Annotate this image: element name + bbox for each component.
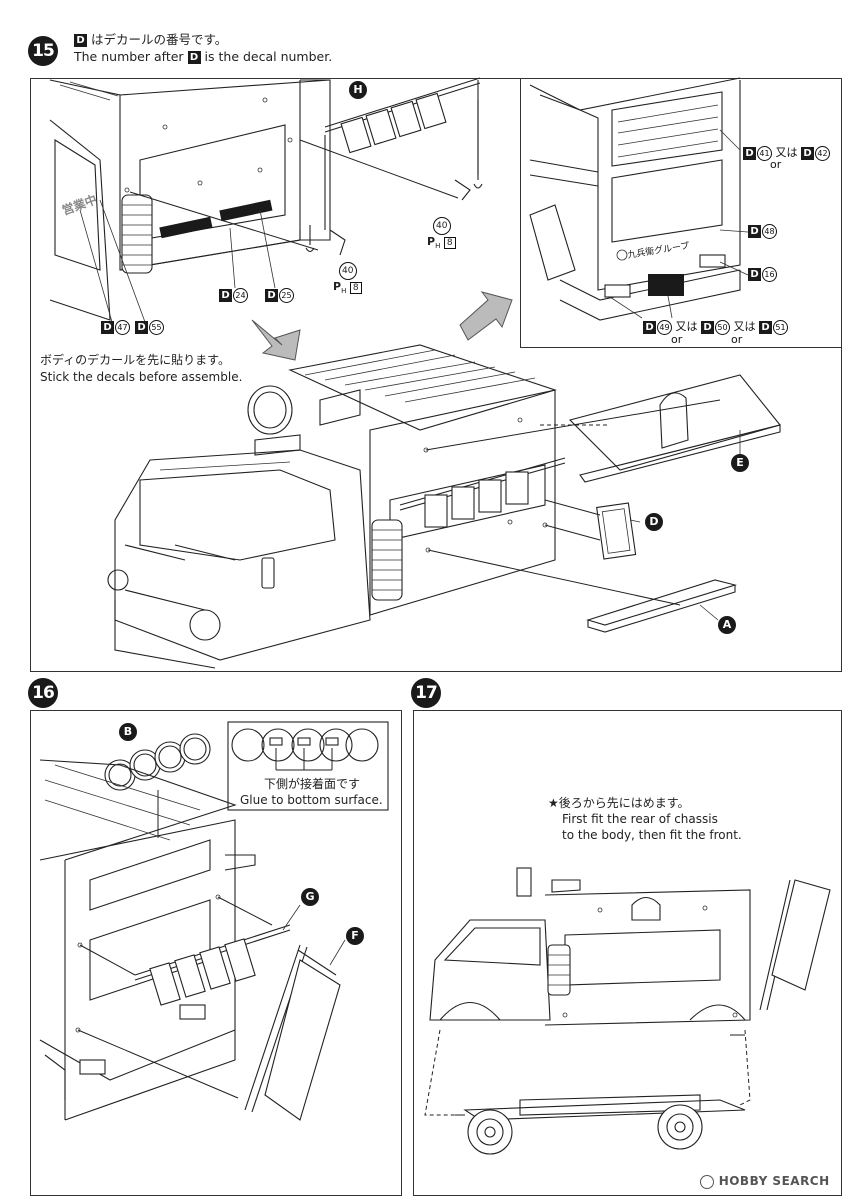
pin-40-num-left: 40: [338, 262, 357, 280]
decal-d-badge-41: D: [743, 146, 756, 160]
or-en-41: or: [770, 158, 782, 171]
decal-note-en-a: The number after: [74, 49, 184, 64]
step-17-note-en-2: to the body, then fit the front.: [562, 828, 742, 842]
pin-ref-h-right: H: [435, 242, 441, 251]
step-15-drawing: 営業中: [49, 77, 781, 669]
decal-d-badge: D: [74, 34, 87, 47]
main-truck-drawing: [107, 344, 566, 669]
side-panel-detail: 営業中: [49, 79, 346, 323]
decal-25-num: 25: [279, 288, 294, 303]
glue-note-jp: 下側が接着面です: [264, 777, 361, 791]
decal-d-badge-24: D: [219, 289, 232, 302]
decal-note-en-b: is the decal number.: [204, 49, 333, 64]
part-h-flags: [324, 77, 483, 201]
decal-d-badge-55: D: [135, 321, 148, 334]
body-decal-note-jp: ボディのデカールを先に貼ります。: [40, 353, 230, 367]
step-17-number: 17: [411, 678, 441, 708]
part-h-ball: H: [349, 81, 367, 99]
decal-note-en: The number after D is the decal number.: [74, 48, 332, 65]
decal-d-badge-42: D: [801, 146, 814, 160]
pin-ref-p-left: P: [333, 280, 342, 293]
body-decal-note-en: Stick the decals before assemble.: [40, 370, 243, 384]
decal-41-num: 41: [757, 145, 772, 161]
decal-55-num: 55: [149, 320, 164, 335]
decal-48-num: 48: [762, 224, 777, 239]
or-jp-49: 又は: [675, 320, 698, 333]
step-15-number: 15: [28, 36, 58, 66]
decal-24-num: 24: [233, 288, 248, 303]
step-16-panel: [30, 710, 402, 1196]
decal-d-badge-25: D: [265, 289, 278, 302]
pin-ref-h-left: H: [341, 287, 347, 296]
part-e-ball: E: [731, 454, 749, 472]
glue-note-en: Glue to bottom surface.: [240, 793, 383, 807]
step-17-panel: [413, 710, 842, 1196]
decal-51-num: 51: [773, 319, 788, 335]
pin-40-label-left: 40 PH 8: [333, 262, 362, 295]
hobby-search-watermark: HOBBY SEARCH: [700, 1174, 830, 1189]
or-en-49: or: [671, 333, 683, 346]
or-en-50: or: [731, 333, 743, 346]
decal-47-num: 47: [115, 320, 130, 335]
pin-ref-num-left: 8: [349, 282, 362, 294]
decal-d-badge-48: D: [748, 225, 761, 238]
decal-50-num: 50: [715, 319, 730, 335]
step-17-note-en-1: First fit the rear of chassis: [562, 812, 718, 826]
decal-d-badge-16: D: [748, 268, 761, 281]
decal-d-badge-47: D: [101, 321, 114, 334]
part-e-counter: [425, 374, 781, 483]
part-b-ball: B: [119, 723, 137, 741]
step-16-number: 16: [28, 678, 58, 708]
decal-d-badge-2: D: [187, 51, 201, 64]
decal-49-num: 49: [657, 319, 672, 335]
watermark-text: HOBBY SEARCH: [718, 1174, 830, 1188]
watermark-logo-icon: [700, 1174, 714, 1189]
part-d-ball: D: [645, 513, 663, 531]
decal-note-jp: D はデカールの番号です。: [74, 31, 227, 48]
step-17-note-jp: ★後ろから先にはめます。: [548, 796, 690, 810]
part-f-ball: F: [346, 927, 364, 945]
pin-ref-p-right: P: [427, 235, 436, 248]
pin-40-num-right: 40: [432, 217, 451, 235]
pin-40-label-right: 40 PH 8: [427, 217, 456, 250]
pin-ref-num-right: 8: [443, 237, 456, 249]
decal-16-num: 16: [762, 267, 777, 282]
decal-d-badge-51: D: [759, 320, 772, 334]
or-jp-41: 又は: [775, 146, 798, 159]
decal-note-jp-text: はデカールの番号です。: [90, 32, 228, 47]
or-jp-50: 又は: [733, 320, 756, 333]
decal-42-num: 42: [815, 145, 830, 161]
part-a-ball: A: [718, 616, 736, 634]
decal-d-badge-49: D: [643, 320, 656, 334]
part-g-ball: G: [301, 888, 319, 906]
decal-d-badge-50: D: [701, 320, 714, 334]
step-15-panel: [30, 78, 842, 672]
